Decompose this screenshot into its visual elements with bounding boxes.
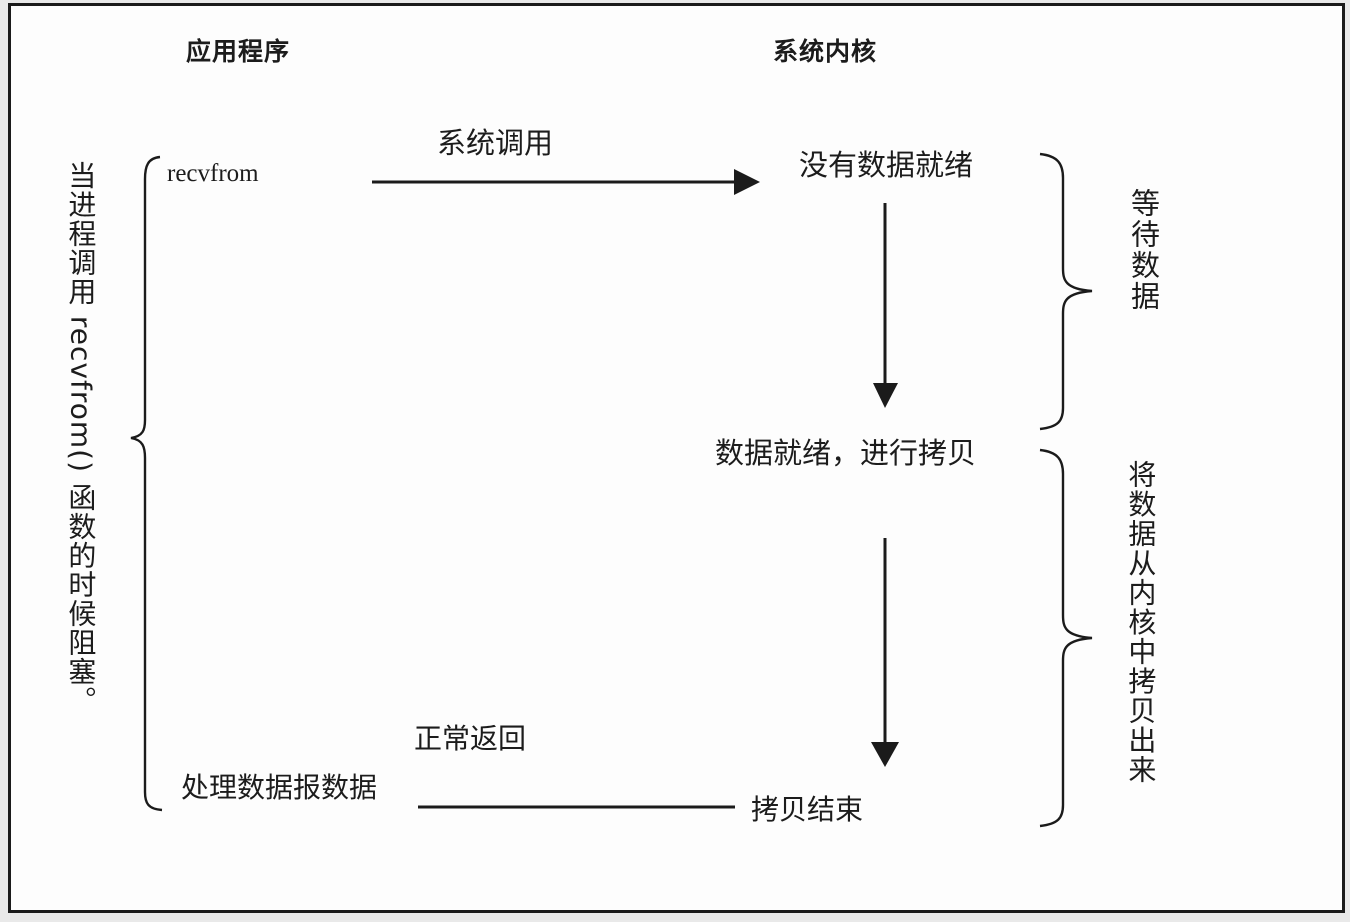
copy-data-brace bbox=[1039, 448, 1093, 828]
copy-from-kernel-brace-label: 将数据从内核中拷贝出来 bbox=[1124, 460, 1158, 785]
wait-data-brace bbox=[1039, 152, 1093, 431]
wait-data-brace-label: 等待数据 bbox=[1126, 188, 1161, 312]
process-datagram-label: 处理数据报数据 bbox=[181, 771, 378, 804]
blocking-left-brace bbox=[130, 155, 163, 812]
no-data-ready-label: 没有数据就绪 bbox=[799, 148, 974, 182]
recvfrom-call-label: recvfrom bbox=[167, 160, 259, 187]
syscall-arrow-label: 系统调用 bbox=[437, 126, 554, 160]
application-column-header: 应用程序 bbox=[186, 37, 291, 66]
syscall-arrow bbox=[372, 169, 760, 195]
kernel-column-header: 系统内核 bbox=[773, 37, 878, 66]
blocking-note-vertical-text: 当进程调用 recvfrom() 函数的时候阻塞。 bbox=[64, 161, 98, 715]
wait-data-arrow bbox=[873, 203, 898, 408]
normal-return-label: 正常返回 bbox=[414, 722, 527, 755]
data-ready-copy-label: 数据就绪，进行拷贝 bbox=[715, 436, 977, 470]
copy-complete-label: 拷贝结束 bbox=[751, 793, 864, 826]
copy-data-arrow bbox=[871, 538, 899, 767]
diagram-border bbox=[8, 3, 1345, 913]
